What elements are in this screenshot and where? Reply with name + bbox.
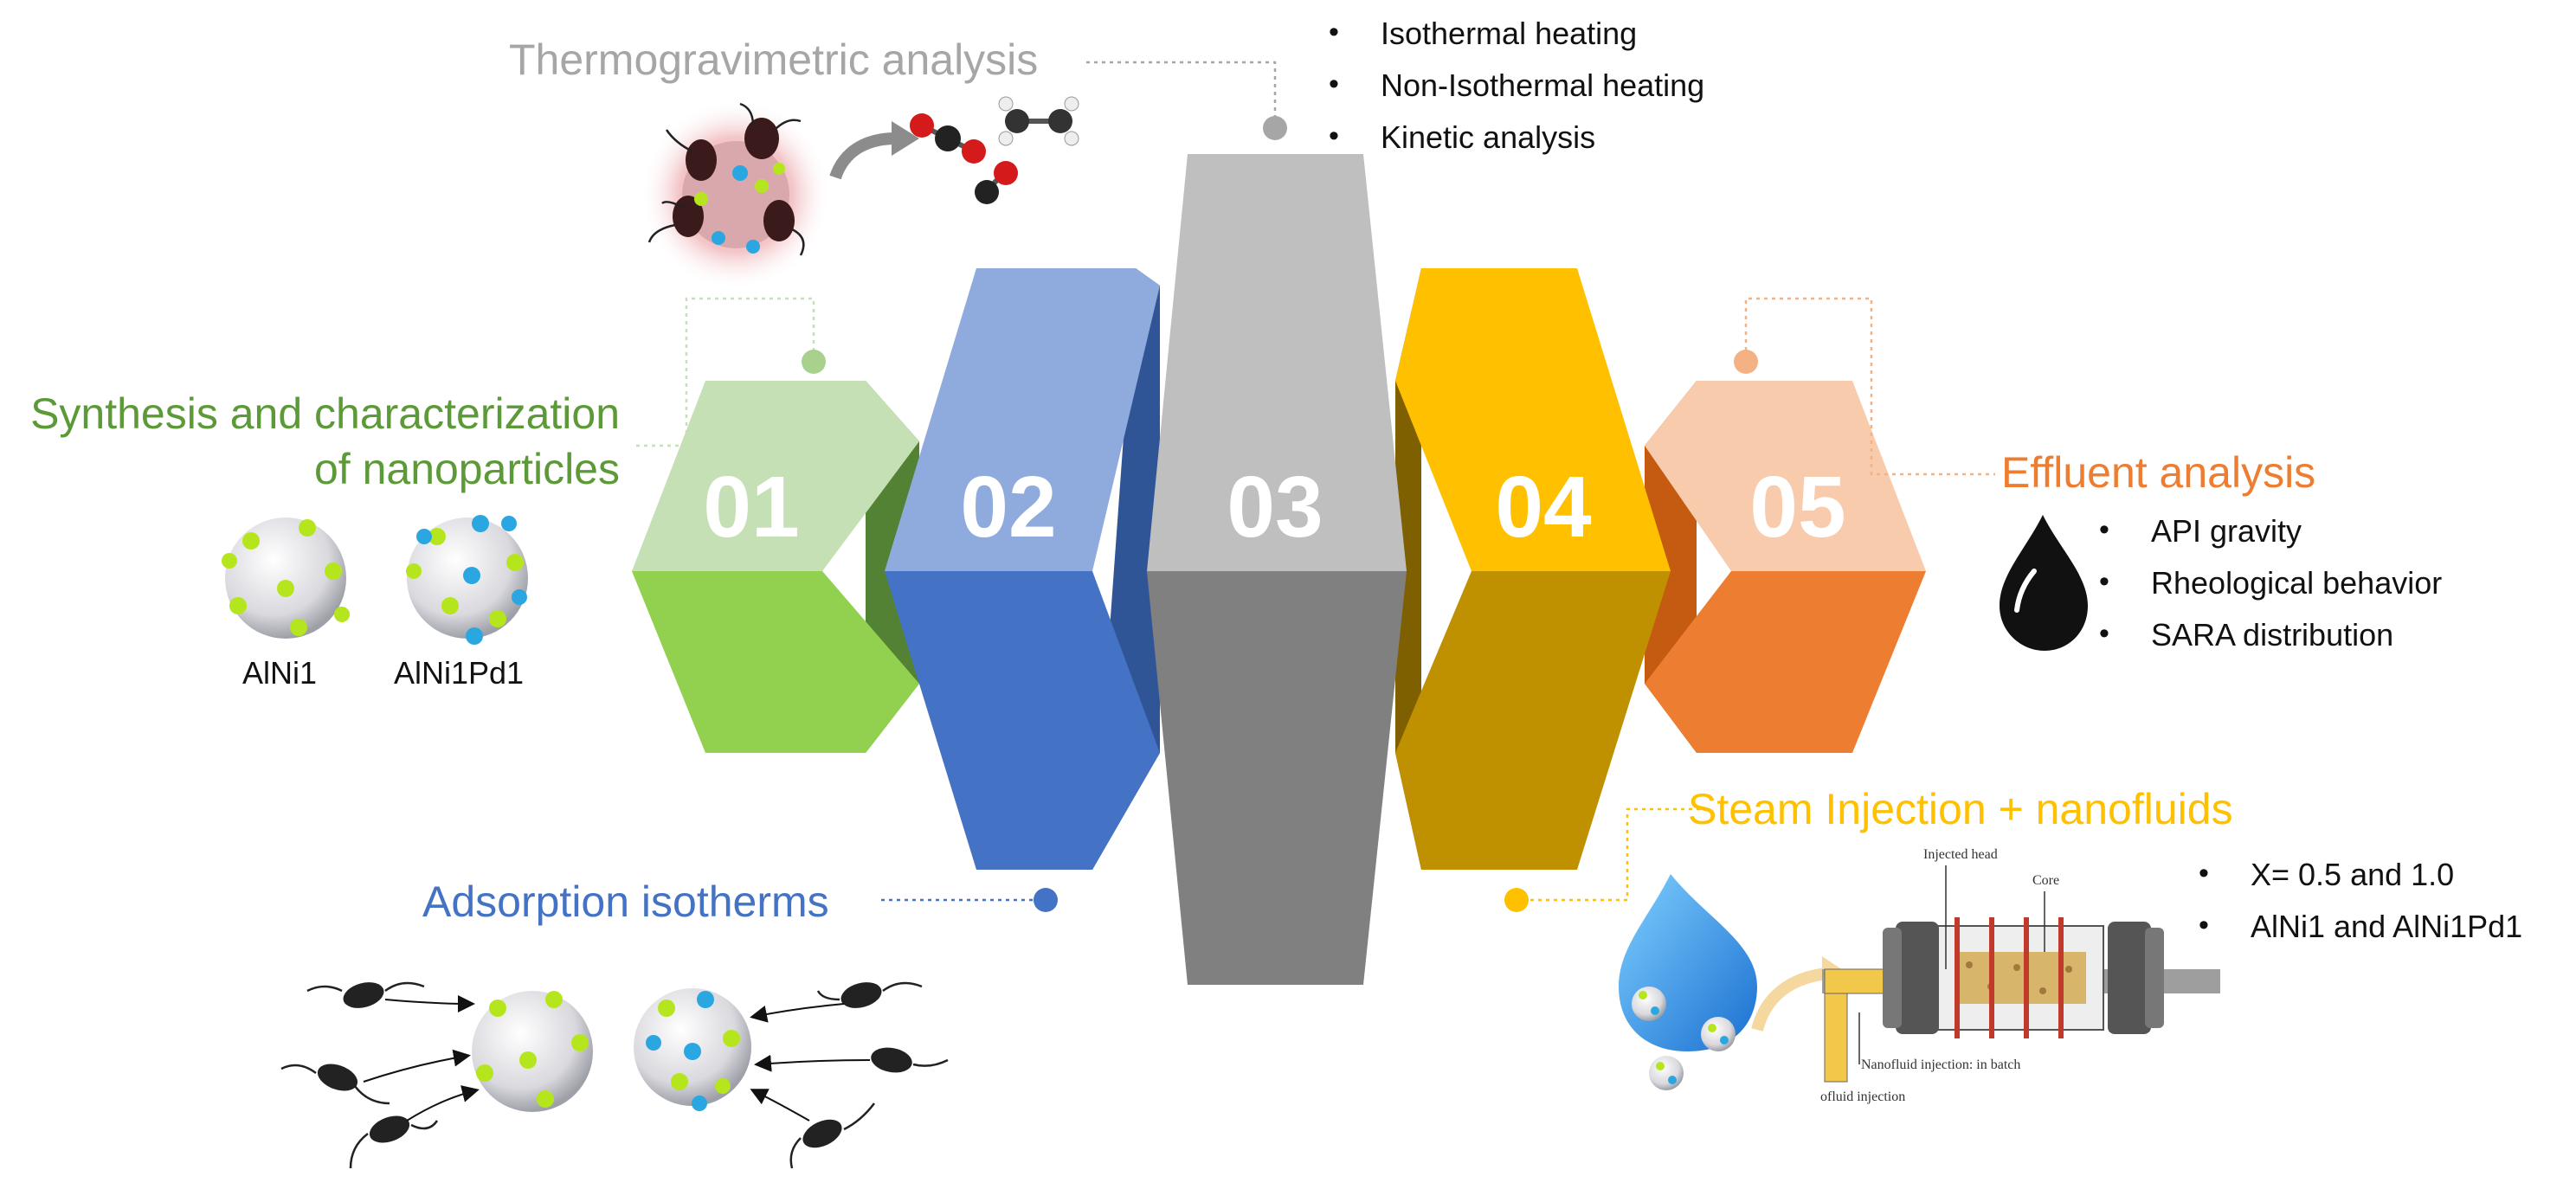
thermo-bullet-1: Isothermal heating — [1329, 16, 1704, 52]
adsorption-illustration — [280, 981, 949, 1169]
step-block-01 — [632, 381, 919, 753]
connector-05 — [1734, 297, 1995, 476]
step-number-03: 03 — [1227, 459, 1323, 556]
effluent-bullet-1: API gravity — [2099, 513, 2442, 550]
tga-particle-icon — [641, 100, 831, 290]
synthesis-line-1: Synthesis and characterization — [30, 389, 620, 438]
tga-arrow-icon — [829, 132, 897, 180]
injected-head-label: Injected head — [1923, 847, 1998, 862]
connector-01 — [636, 297, 826, 447]
core-holder-apparatus: Injected head Core Nanofluid injection: … — [1820, 847, 2220, 1104]
oil-drop-icon — [2000, 515, 2088, 651]
nanoparticle-label-alni1: AlNi1 — [242, 655, 318, 691]
effluent-bullet-3: SARA distribution — [2099, 617, 2442, 653]
thermo-bullet-3: Kinetic analysis — [1329, 119, 1704, 156]
synthesis-line-2: of nanoparticles — [313, 445, 620, 493]
step-number-02: 02 — [960, 459, 1056, 556]
step-number-04: 04 — [1495, 459, 1592, 556]
nanoparticle-alni1pd1-icon — [406, 515, 528, 645]
synthesis-heading: Synthesis and characterization of nanopa… — [30, 392, 620, 491]
thermo-bullet-2: Non-Isothermal heating — [1329, 67, 1704, 104]
steam-bullet-list: X= 0.5 and 1.0 AlNi1 and AlNi1Pd1 — [2199, 857, 2522, 945]
ethane-molecule-icon — [998, 96, 1079, 146]
step-block-05 — [1645, 381, 1926, 753]
core-label: Core — [2032, 873, 2059, 888]
steam-bullet-1: X= 0.5 and 1.0 — [2199, 857, 2522, 893]
effluent-bullet-list: API gravity Rheological behavior SARA di… — [2099, 513, 2442, 653]
co2-molecule-icon — [910, 113, 986, 164]
adsorption-heading: Adsorption isotherms — [422, 877, 829, 926]
connector-02 — [881, 888, 1058, 912]
steam-bullet-2: AlNi1 and AlNi1Pd1 — [2199, 909, 2522, 945]
step-block-02 — [885, 268, 1160, 870]
step-number-05: 05 — [1749, 459, 1845, 556]
fluid-injection-label: ofluid injection — [1820, 1090, 1905, 1104]
steam-heading: Steam Injection + nanofluids — [1688, 785, 2233, 833]
nanoparticle-alni1-icon — [222, 517, 350, 639]
oil-drop-highlight — [2014, 569, 2037, 613]
step-block-04 — [1395, 268, 1671, 870]
connector-04 — [1504, 807, 1710, 912]
effluent-heading: Effluent analysis — [2001, 448, 2316, 497]
connector-03 — [1086, 61, 1287, 140]
nanoparticle-label-alni1pd1: AlNi1Pd1 — [394, 655, 525, 691]
effluent-bullet-2: Rheological behavior — [2099, 565, 2442, 601]
apparatus-arrow-icon — [1751, 967, 1828, 1032]
tga-arrowhead-icon — [892, 121, 919, 156]
thermogravimetric-heading: Thermogravimetric analysis — [509, 35, 1039, 84]
co-molecule-icon — [975, 161, 1018, 204]
step-block-03 — [1147, 154, 1407, 985]
batch-injection-label: Nanofluid injection: in batch — [1861, 1057, 2020, 1072]
step-number-01: 01 — [703, 459, 799, 556]
nanofluid-drop-icon — [1619, 874, 1757, 1090]
thermo-bullet-list: Isothermal heating Non-Isothermal heatin… — [1329, 16, 1704, 156]
